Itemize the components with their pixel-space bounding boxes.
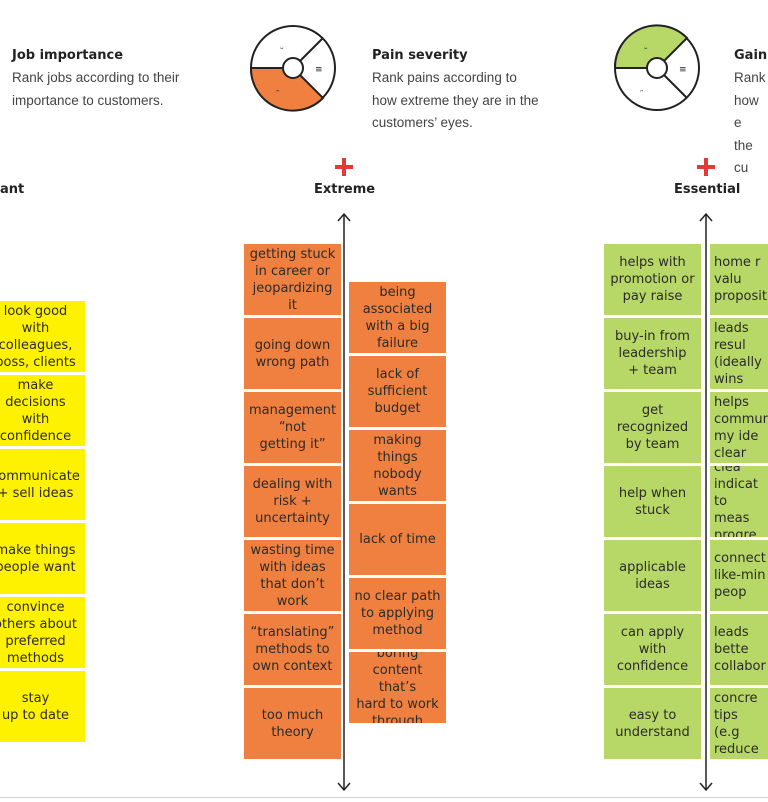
pain-note: management “not getting it” bbox=[244, 392, 341, 463]
gain-note: help when stuck bbox=[604, 466, 701, 537]
gain-note: buy-in from leadership + team bbox=[604, 318, 701, 389]
gain-title: Gain bbox=[734, 48, 768, 63]
pain-note: getting stuck in career or jeopardizing … bbox=[244, 244, 341, 315]
gain-plus-icon bbox=[697, 158, 715, 176]
svg-text:ᵕ: ᵕ bbox=[644, 45, 648, 55]
job-note: stay up to date bbox=[0, 671, 85, 742]
gain-note: can apply with confidence bbox=[604, 614, 701, 685]
pain-note: lack of sufficient budget bbox=[349, 356, 446, 427]
job-axis-label: ant bbox=[0, 182, 25, 197]
job-note: look good with colleagues, boss, clients bbox=[0, 301, 85, 372]
gain-note: leads bette collabor bbox=[710, 614, 768, 685]
pain-severity-desc: Rank pains according to how extreme they… bbox=[372, 70, 539, 130]
svg-text:≡: ≡ bbox=[679, 65, 687, 75]
gain-desc: Rank how e the cu bbox=[734, 70, 766, 175]
pain-note: making things nobody wants bbox=[349, 430, 446, 501]
pain-plus-icon bbox=[335, 158, 353, 176]
job-note: make decisions with confidence bbox=[0, 375, 85, 446]
pain-severity-title: Pain severity bbox=[372, 48, 468, 63]
job-importance-title: Job importance bbox=[12, 48, 124, 63]
gain-note: helps with promotion or pay raise bbox=[604, 244, 701, 315]
svg-text:ᵔ: ᵔ bbox=[276, 89, 280, 99]
job-importance-desc: Rank jobs according to their importance … bbox=[12, 70, 180, 108]
gain-note: helps communi my ide clear bbox=[710, 392, 768, 463]
pain-severity-icon: ᵕ ᵔ ≡ bbox=[249, 25, 336, 112]
gain-note: connect like-min peop bbox=[710, 540, 768, 611]
gain-note: get recognized by team bbox=[604, 392, 701, 463]
job-note: communicate + sell ideas bbox=[0, 449, 85, 520]
gain-axis-arrow bbox=[699, 212, 713, 792]
gain-note: applicable ideas bbox=[604, 540, 701, 611]
gain-note: clea indicat to meas progre bbox=[710, 466, 768, 537]
pain-note: lack of time bbox=[349, 504, 446, 575]
pain-note: being associated with a big failure bbox=[349, 282, 446, 353]
job-note: convince others about preferred methods bbox=[0, 597, 85, 668]
gain-note: concre tips (e.g reduce bbox=[710, 688, 768, 759]
pain-note: dealing with risk + uncertainty bbox=[244, 466, 341, 537]
bottom-divider bbox=[0, 797, 768, 798]
svg-text:ᵕ: ᵕ bbox=[280, 45, 284, 55]
pain-axis-arrow bbox=[337, 212, 351, 792]
gain-note: leads resul (ideally wins bbox=[710, 318, 768, 389]
pain-note: no clear path to applying method bbox=[349, 578, 446, 649]
svg-text:ᵔ: ᵔ bbox=[640, 89, 644, 99]
pain-axis-label: Extreme bbox=[314, 182, 376, 197]
gain-axis-label: Essential bbox=[674, 182, 741, 197]
pain-note: going down wrong path bbox=[244, 318, 341, 389]
pain-note: too much theory bbox=[244, 688, 341, 759]
pain-note: wasting time with ideas that don’t work bbox=[244, 540, 341, 611]
svg-text:≡: ≡ bbox=[315, 65, 323, 75]
pain-note: boring content that’s hard to work throu… bbox=[349, 652, 446, 723]
gain-note: home r valu propositi bbox=[710, 244, 768, 315]
gain-note: easy to understand bbox=[604, 688, 701, 759]
gain-icon: ᵕ ᵔ ≡ bbox=[613, 24, 700, 111]
pain-note: “translating” methods to own context bbox=[244, 614, 341, 685]
